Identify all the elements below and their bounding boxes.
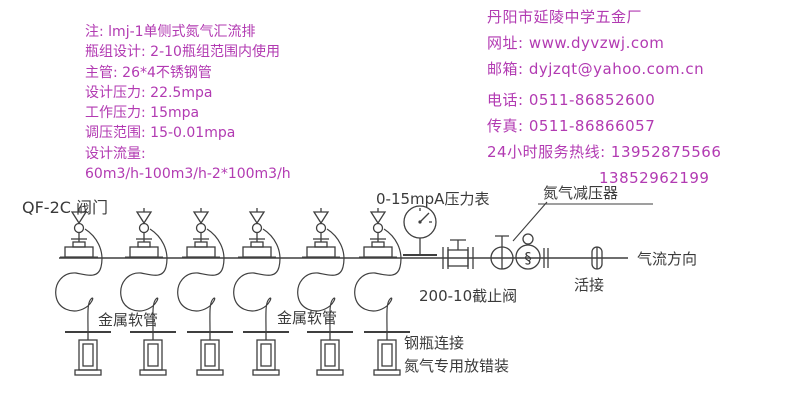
note-line: 60m3/h-100m3/h-2*100m3/h: [85, 166, 291, 183]
pressure-gauge-symbol: [403, 205, 437, 256]
note-line: 瓶组设计: 2-10瓶组范围内使用: [85, 44, 280, 61]
flex-hose-1: [55, 228, 103, 332]
valve-type-label: QF-2C 阀门: [22, 198, 108, 217]
note-line: 工作压力: 15mpa: [85, 105, 200, 122]
shutoff-valve-2: [124, 207, 164, 259]
reducer-spring-icon: §: [524, 249, 532, 267]
cylinder-connector-5: [306, 331, 354, 376]
metal-hose-label-left: 金属软管: [98, 311, 158, 329]
company-name: 丹阳市延陵中学五金厂: [487, 8, 643, 26]
flex-hose-4: [233, 228, 281, 332]
cylinder-connector-1: [64, 331, 112, 376]
note-line: 设计压力: 22.5mpa: [85, 84, 213, 101]
shutoff-valve-3: [181, 207, 221, 259]
shutoff-valve-4: [237, 207, 277, 259]
flow-direction-label: 气流方向: [637, 250, 697, 268]
reducer-label: 氮气减压器: [543, 184, 618, 202]
hotline-line-2: 13852962199: [599, 169, 710, 187]
reducer-leader-line: [512, 201, 548, 242]
union-symbol: [591, 246, 603, 270]
metal-hose-label-right: 金属软管: [277, 309, 337, 327]
pressure-gauge-label: 0-15mpA压力表: [376, 190, 489, 208]
note-line: 调压范围: 15-0.01mpa: [85, 125, 236, 142]
website-line: 网址: www.dyvzwj.com: [487, 34, 665, 52]
flex-hose-3: [177, 228, 225, 332]
shutoff-valve-5: [301, 207, 341, 259]
stop-valve-symbol: [442, 239, 474, 269]
spec-notes: 注: lmj-1单侧式氮气汇流排 瓶组设计: 2-10瓶组范围内使用 主管: 2…: [85, 22, 415, 184]
cylinder-connection-label: 钢瓶连接: [404, 334, 464, 352]
contact-info: 丹阳市延陵中学五金厂 网址: www.dyvzwj.com 邮箱: dyjzqt…: [487, 4, 787, 191]
hotline-line: 24小时服务热线: 13952875566: [487, 143, 722, 161]
pressure-reducer-symbol: [490, 233, 549, 270]
phone-line: 电话: 0511-86852600: [487, 91, 656, 109]
cylinder-connector-4: [242, 331, 290, 376]
fax-line: 传真: 0511-86866057: [487, 117, 656, 135]
note-line: 主管: 26*4不锈钢管: [85, 64, 212, 81]
shutoff-valve-6: [358, 207, 398, 259]
flex-hose-6: [354, 228, 402, 332]
cylinder-connector-2: [129, 331, 177, 376]
note-line: 设计流量:: [85, 145, 146, 162]
email-line: 邮箱: dyjzqt@yahoo.com.cn: [487, 60, 705, 78]
cylinder-connector-3: [186, 331, 234, 376]
note-line: 注: lmj-1单侧式氮气汇流排: [85, 24, 256, 40]
stop-valve-label: 200-10截止阀: [419, 287, 517, 305]
union-label: 活接: [574, 276, 604, 294]
anti-error-device-label: 氮气专用放错装: [404, 357, 509, 375]
